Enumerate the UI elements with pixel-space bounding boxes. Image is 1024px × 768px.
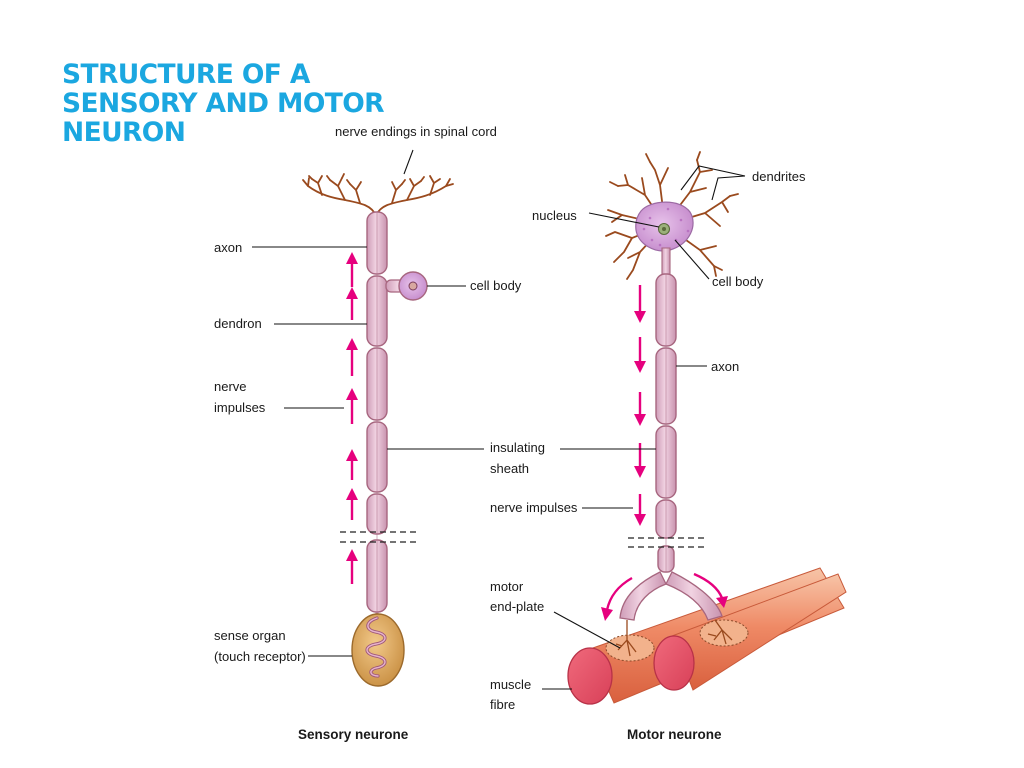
sense-organ-shape (351, 612, 405, 687)
title-line-3: NEURON (62, 117, 186, 148)
label-sensory-axon: axon (214, 240, 242, 255)
sensory-impulse-arrows (346, 252, 358, 584)
title-line-2: SENSORY AND MOTOR (62, 88, 385, 119)
label-sensory-impulses-2: impulses (214, 400, 266, 415)
label-sensory-cell-body: cell body (470, 278, 522, 293)
motor-dendrites (605, 151, 739, 280)
label-motor-cell-body: cell body (712, 274, 764, 289)
sensory-break-lines (340, 531, 416, 543)
label-dendron: dendron (214, 316, 262, 331)
label-sensory-impulses-1: nerve (214, 379, 247, 394)
motor-axon-branches (619, 571, 723, 621)
label-sense-organ-1: sense organ (214, 628, 286, 643)
caption-motor: Motor neurone (627, 727, 722, 742)
sensory-leader-lines (252, 149, 484, 657)
sensory-cell-body (385, 271, 428, 301)
label-motor-impulses: nerve impulses (490, 500, 578, 515)
label-muscle-2: fibre (490, 697, 515, 712)
sensory-nerve-endings (302, 173, 454, 217)
motor-impulse-arrows (601, 285, 728, 621)
motor-leader-lines (542, 165, 746, 690)
label-motor-axon: axon (711, 359, 739, 374)
label-muscle-1: muscle (490, 677, 531, 692)
sensory-neurone: nerve endings in spinal cord axon cell b… (214, 124, 545, 742)
label-nucleus: nucleus (532, 208, 577, 223)
label-nerve-endings: nerve endings in spinal cord (335, 124, 497, 139)
label-sense-organ-2: (touch receptor) (214, 649, 306, 664)
motor-end-plates (605, 619, 749, 662)
label-endplate-1: motor (490, 579, 524, 594)
slide-title: STRUCTURE OF A SENSORY AND MOTOR NEURON (62, 60, 482, 147)
caption-sensory: Sensory neurone (298, 727, 409, 742)
motor-neurone: dendrites nucleus cell body axon nerve i… (490, 151, 847, 742)
label-insulating-1: insulating (490, 440, 545, 455)
title-line-1: STRUCTURE OF A (62, 59, 310, 90)
label-insulating-2: sheath (490, 461, 529, 476)
motor-break-lines (628, 537, 706, 548)
motor-cell-body (635, 201, 694, 252)
label-dendrites: dendrites (752, 169, 806, 184)
label-endplate-2: end-plate (490, 599, 544, 614)
sensory-sheath (366, 211, 388, 613)
